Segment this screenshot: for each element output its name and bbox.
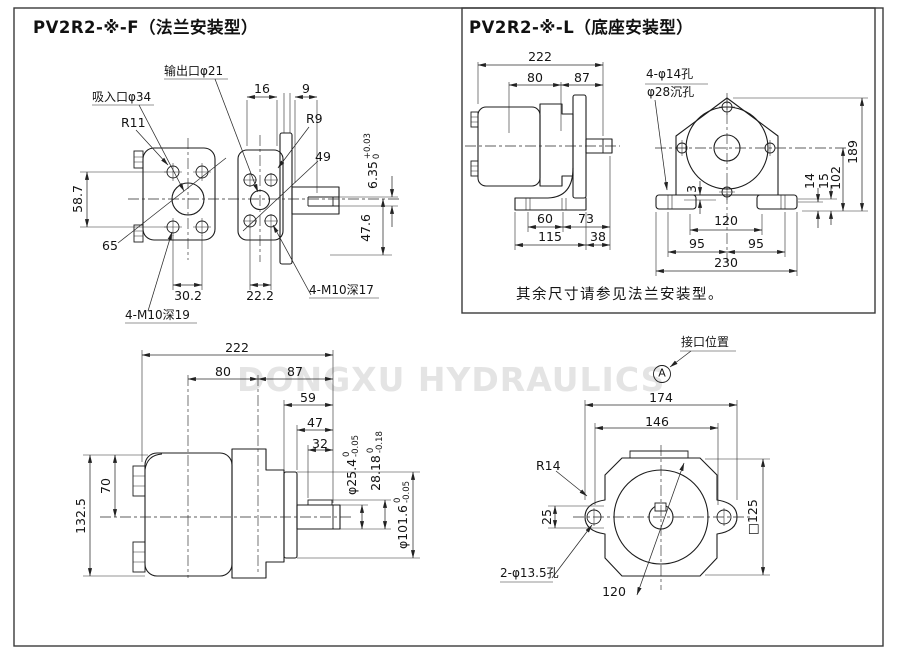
- base-dim-3: 3: [683, 185, 699, 193]
- base-holes-label: 4-φ14孔: [646, 67, 694, 81]
- base-dim-60: 60: [537, 210, 553, 226]
- side-dim-32: 32: [312, 435, 328, 451]
- dim-22-2: 22.2: [246, 287, 274, 303]
- flange-drawing: [80, 78, 400, 324]
- thread-label-m10x19: 4-M10深19: [125, 308, 190, 322]
- base-dim-115: 115: [538, 228, 562, 244]
- base-dim-95-left: 95: [689, 235, 705, 251]
- base-dim-87: 87: [574, 69, 590, 85]
- dim-65: 65: [102, 237, 118, 253]
- base-dim-95-right: 95: [748, 235, 764, 251]
- side-dim-101-6: φ101.6 0-0.05: [393, 480, 412, 550]
- base-note: 其余尺寸请参见法兰安装型。: [516, 287, 724, 303]
- dim-49: 49: [315, 148, 331, 164]
- dim-r11: R11: [121, 115, 146, 130]
- dim-16: 16: [254, 80, 270, 96]
- front-holes-label: 2-φ13.5孔: [500, 566, 559, 580]
- base-dim-73: 73: [578, 210, 594, 226]
- side-dim-59: 59: [300, 389, 316, 405]
- base-dim-80: 80: [527, 69, 543, 85]
- dim-47-6: 47.6: [357, 214, 373, 242]
- thread-label-m10x17: 4-M10深17: [309, 283, 374, 297]
- front-dim-25: 25: [538, 509, 554, 525]
- base-cbore-label: φ28沉孔: [647, 85, 695, 99]
- base-type-box: [461, 7, 876, 314]
- base-title: PV2R2-※-L（底座安装型）: [469, 18, 694, 37]
- front-drawing: [500, 350, 770, 596]
- dim-58-7: 58.7: [69, 185, 85, 213]
- base-dim-222: 222: [528, 48, 552, 64]
- port-position-mark: A: [658, 366, 666, 380]
- side-dim-132-5: 132.5: [72, 498, 88, 534]
- side-dim-87: 87: [287, 363, 303, 379]
- base-dim-189: 189: [844, 140, 860, 164]
- flange-title: PV2R2-※-F（法兰安装型）: [33, 18, 259, 37]
- side-drawing: [83, 350, 420, 579]
- side-dim-28-18: 28.18 0-0.18: [366, 431, 385, 491]
- front-dim-125: □125: [744, 499, 760, 535]
- side-dim-25-4: φ25.4 0-0.05: [342, 434, 361, 496]
- outlet-port-label: 输出口φ21: [164, 64, 224, 78]
- base-drawing: [465, 62, 868, 276]
- base-dim-120: 120: [714, 212, 738, 228]
- front-dim-174: 174: [649, 389, 673, 405]
- base-dim-38: 38: [590, 228, 606, 244]
- dim-r9: R9: [306, 111, 323, 126]
- side-dim-70: 70: [97, 478, 113, 494]
- inlet-port-label: 吸入口φ34: [92, 90, 152, 104]
- outer-border: [13, 7, 884, 647]
- side-dim-80: 80: [215, 363, 231, 379]
- side-dim-222: 222: [225, 339, 249, 355]
- dim-9: 9: [302, 80, 310, 96]
- side-dim-47: 47: [307, 414, 323, 430]
- front-dim-146: 146: [645, 413, 669, 429]
- front-dim-120: 120: [602, 583, 626, 599]
- dim-30-2: 30.2: [174, 287, 202, 303]
- port-position-label: 接口位置: [681, 335, 730, 349]
- base-dim-102: 102: [827, 166, 843, 190]
- front-dim-r14: R14: [536, 458, 561, 473]
- base-dim-230: 230: [714, 254, 738, 270]
